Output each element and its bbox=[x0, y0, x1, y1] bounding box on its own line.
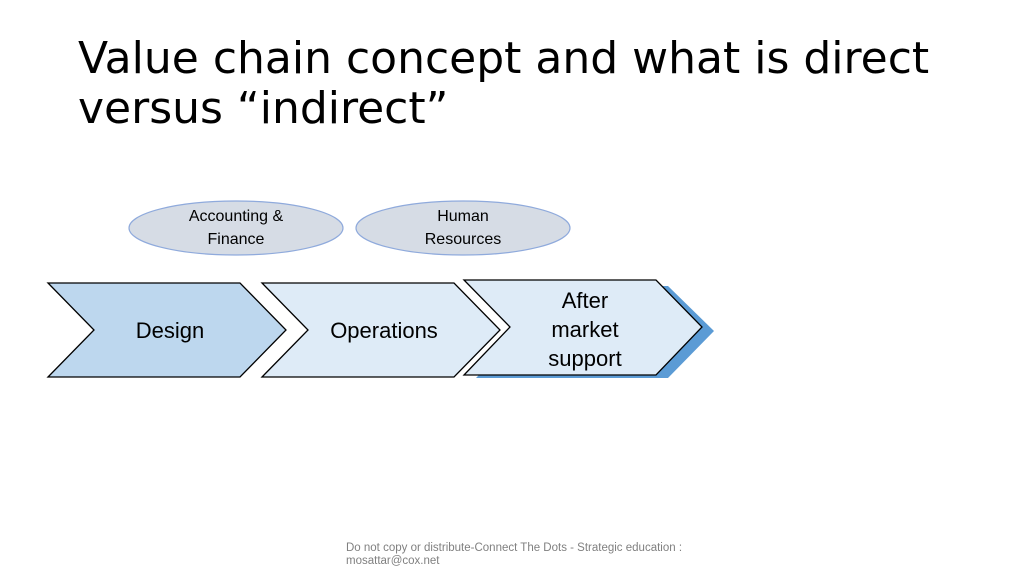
footer-copyright-notice: Do not copy or distribute-Connect The Do… bbox=[346, 542, 683, 567]
oval-human-resources bbox=[355, 200, 571, 256]
oval-label-accounting-finance: Accounting & Finance bbox=[188, 208, 284, 248]
chevron-label-operations: Operations bbox=[330, 317, 438, 343]
oval-accounting-finance bbox=[128, 200, 344, 256]
chevron-label-design: Design bbox=[135, 317, 205, 343]
chevron-design bbox=[46, 282, 287, 378]
chevron-after-market-support bbox=[462, 279, 703, 376]
chevron-label-after-market-support: After market support bbox=[548, 287, 622, 371]
slide-title: Value chain concept and what is direct v… bbox=[78, 33, 930, 134]
oval-label-human-resources: Human Resources bbox=[424, 208, 502, 248]
chevron-operations bbox=[260, 282, 501, 378]
